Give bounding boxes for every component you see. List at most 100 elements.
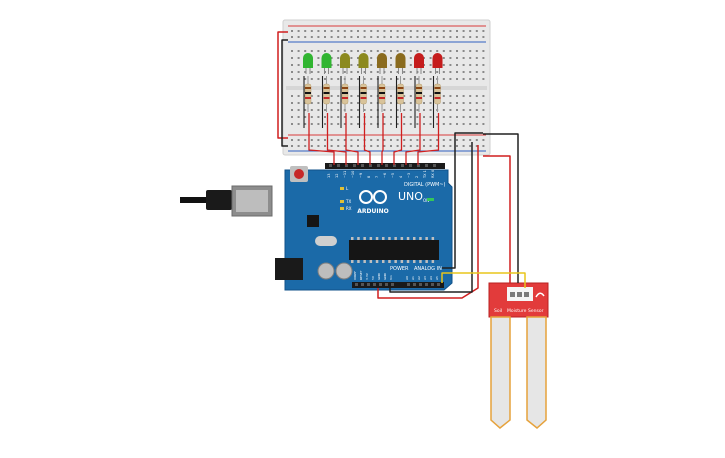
- breadboard-hole[interactable]: [390, 57, 392, 59]
- led-body[interactable]: [414, 53, 424, 68]
- breadboard-hole[interactable]: [343, 50, 346, 52]
- breadboard-hole[interactable]: [396, 109, 399, 111]
- digital-pin[interactable]: [401, 164, 404, 167]
- breadboard-hole[interactable]: [403, 71, 406, 73]
- breadboard-hole[interactable]: [475, 50, 478, 52]
- breadboard-hole[interactable]: [409, 116, 412, 118]
- breadboard-hole[interactable]: [357, 57, 359, 59]
- breadboard-hole[interactable]: [376, 139, 379, 141]
- breadboard-hole[interactable]: [370, 78, 373, 80]
- breadboard-hole[interactable]: [449, 139, 452, 141]
- breadboard-hole[interactable]: [330, 36, 333, 38]
- breadboard-hole[interactable]: [317, 78, 320, 80]
- breadboard-hole[interactable]: [304, 50, 307, 52]
- breadboard-hole[interactable]: [370, 64, 373, 66]
- resistor-8[interactable]: [434, 76, 441, 112]
- breadboard-hole[interactable]: [310, 36, 313, 38]
- breadboard-hole[interactable]: [436, 139, 439, 141]
- breadboard-hole[interactable]: [337, 78, 340, 80]
- breadboard-hole[interactable]: [462, 78, 465, 80]
- breadboard-hole[interactable]: [462, 30, 465, 32]
- breadboard-hole[interactable]: [475, 116, 478, 118]
- breadboard-hole[interactable]: [317, 95, 320, 97]
- breadboard-hole[interactable]: [324, 78, 326, 80]
- breadboard-hole[interactable]: [330, 57, 333, 59]
- breadboard-hole[interactable]: [370, 71, 373, 73]
- breadboard-hole[interactable]: [409, 78, 412, 80]
- breadboard-hole[interactable]: [456, 109, 458, 111]
- breadboard-hole[interactable]: [409, 102, 412, 104]
- digital-pin[interactable]: [369, 164, 372, 167]
- digital-pin[interactable]: [377, 164, 380, 167]
- breadboard-hole[interactable]: [330, 123, 333, 125]
- power-pin[interactable]: [355, 283, 358, 286]
- breadboard-hole[interactable]: [416, 116, 419, 118]
- breadboard-hole[interactable]: [409, 30, 412, 32]
- breadboard-hole[interactable]: [330, 109, 333, 111]
- usb-plug-body[interactable]: [206, 190, 232, 210]
- breadboard-hole[interactable]: [429, 71, 432, 73]
- wire-led-3[interactable]: [345, 113, 359, 165]
- digital-pin[interactable]: [433, 164, 436, 167]
- breadboard-hole[interactable]: [442, 50, 445, 52]
- breadboard-hole[interactable]: [330, 145, 333, 147]
- breadboard-hole[interactable]: [370, 50, 373, 52]
- breadboard-hole[interactable]: [456, 139, 458, 141]
- wire-power-loop[interactable]: [277, 31, 288, 139]
- breadboard-hole[interactable]: [324, 36, 326, 38]
- breadboard-hole[interactable]: [482, 102, 485, 104]
- breadboard-hole[interactable]: [482, 57, 485, 59]
- breadboard-hole[interactable]: [462, 139, 465, 141]
- power-pin[interactable]: [379, 283, 382, 286]
- breadboard-hole[interactable]: [429, 78, 432, 80]
- breadboard-hole[interactable]: [449, 71, 452, 73]
- breadboard-hole[interactable]: [357, 102, 359, 104]
- breadboard-hole[interactable]: [436, 71, 439, 73]
- breadboard-hole[interactable]: [475, 30, 478, 32]
- breadboard-hole[interactable]: [357, 36, 359, 38]
- breadboard-hole[interactable]: [390, 109, 392, 111]
- breadboard-hole[interactable]: [409, 50, 412, 52]
- digital-pin[interactable]: [329, 164, 332, 167]
- breadboard-hole[interactable]: [383, 50, 386, 52]
- breadboard-hole[interactable]: [304, 78, 307, 80]
- breadboard-hole[interactable]: [383, 78, 386, 80]
- breadboard-hole[interactable]: [343, 36, 346, 38]
- breadboard-hole[interactable]: [423, 102, 425, 104]
- soil-moisture-sensor[interactable]: Soil Moisture Sensor: [488, 282, 549, 429]
- breadboard-hole[interactable]: [370, 30, 373, 32]
- arduino-board[interactable]: [284, 169, 453, 291]
- breadboard-hole[interactable]: [462, 116, 465, 118]
- breadboard-hole[interactable]: [442, 64, 445, 66]
- breadboard-hole[interactable]: [442, 123, 445, 125]
- breadboard-hole[interactable]: [370, 102, 373, 104]
- breadboard-hole[interactable]: [423, 95, 425, 97]
- breadboard-hole[interactable]: [317, 57, 320, 59]
- breadboard-hole[interactable]: [297, 36, 300, 38]
- breadboard-hole[interactable]: [423, 145, 425, 147]
- breadboard-hole[interactable]: [462, 57, 465, 59]
- breadboard-hole[interactable]: [456, 123, 458, 125]
- breadboard-hole[interactable]: [449, 95, 452, 97]
- breadboard-hole[interactable]: [357, 30, 359, 32]
- breadboard-hole[interactable]: [469, 116, 472, 118]
- power-pin[interactable]: [373, 283, 376, 286]
- breadboard-hole[interactable]: [350, 95, 353, 97]
- breadboard-hole[interactable]: [449, 57, 452, 59]
- breadboard-hole[interactable]: [469, 78, 472, 80]
- wire-led-2[interactable]: [326, 113, 347, 165]
- digital-pin[interactable]: [361, 164, 364, 167]
- breadboard-hole[interactable]: [442, 78, 445, 80]
- breadboard-hole[interactable]: [409, 71, 412, 73]
- breadboard-hole[interactable]: [317, 30, 320, 32]
- breadboard-hole[interactable]: [449, 64, 452, 66]
- breadboard-hole[interactable]: [429, 64, 432, 66]
- breadboard-hole[interactable]: [297, 145, 300, 147]
- breadboard-hole[interactable]: [462, 102, 465, 104]
- breadboard-hole[interactable]: [291, 64, 293, 66]
- breadboard-hole[interactable]: [317, 109, 320, 111]
- breadboard-hole[interactable]: [456, 102, 458, 104]
- reset-button[interactable]: [294, 169, 304, 179]
